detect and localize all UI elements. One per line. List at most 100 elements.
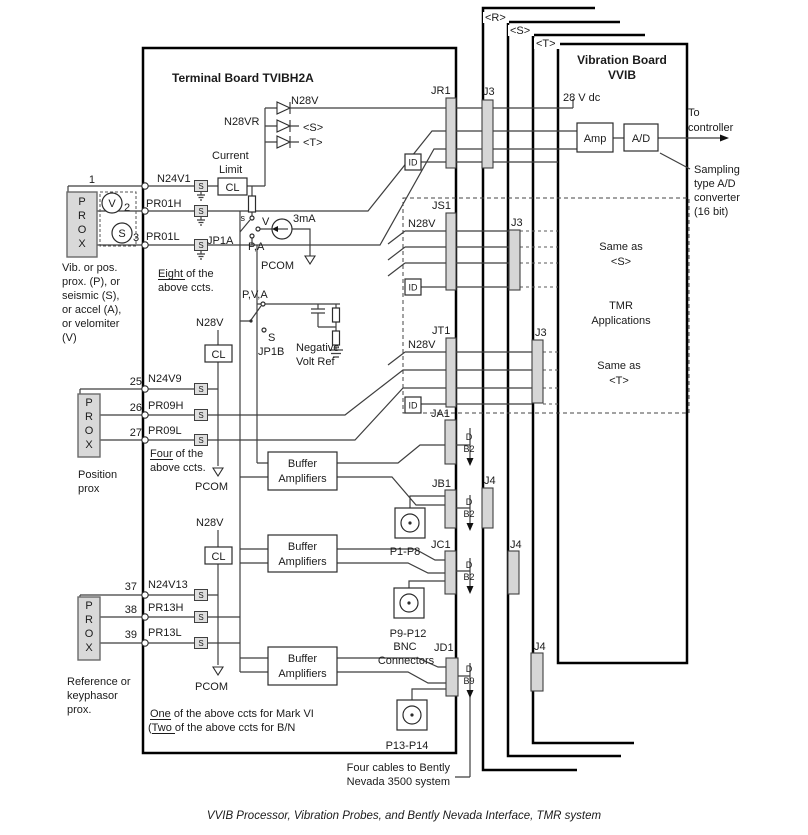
ad-label: A/D: [632, 133, 650, 145]
prox-desc: keyphasor: [67, 690, 118, 702]
prox-letter: X: [85, 642, 93, 654]
bnc-label: BNC: [393, 641, 416, 653]
buffer-label: Amplifiers: [278, 473, 327, 485]
bently-note: Four cables to Bently: [347, 762, 451, 774]
cable-d-label: D: [466, 664, 473, 674]
cable-d-label: D: [466, 560, 473, 570]
prox-desc: Reference or: [67, 676, 131, 688]
vvib-title: Vibration Board: [577, 53, 667, 67]
n28v-label: N28V: [291, 95, 319, 107]
terminal-circles: [141, 182, 149, 647]
to-controller2: controller: [688, 122, 734, 134]
jp1a-v: V: [262, 216, 270, 228]
signal-label: PR13L: [148, 627, 182, 639]
jc1-label: JC1: [431, 539, 451, 551]
cable-b9-label: B9: [463, 676, 474, 686]
resistor: [331, 307, 341, 323]
jp1a-s: s: [241, 213, 246, 223]
ccts-note: (Two of the above ccts for B/N: [148, 722, 295, 734]
pcom-arrow-icon: [212, 467, 224, 478]
s-box: S: [198, 241, 203, 250]
prox-letter: O: [85, 425, 94, 437]
sampling-note: converter: [694, 192, 740, 204]
prox-boxes: P R O X P R O X P R O X: [66, 191, 101, 661]
buffer-amp-box: [267, 534, 338, 573]
arrow-right-icon: [720, 134, 729, 142]
prox-box-2: [77, 393, 101, 458]
cable-d-label: D: [466, 432, 473, 442]
s-box-group: S: [194, 434, 208, 446]
seismic-circle: [111, 222, 133, 244]
prox-box-1: [66, 191, 98, 258]
n28v-label: N28V: [408, 339, 436, 351]
buffer-label: Amplifiers: [278, 556, 327, 568]
prox-letter: O: [85, 628, 94, 640]
cl-label: CL: [225, 182, 239, 194]
buffer-label: Amplifiers: [278, 668, 327, 680]
resistor: [247, 195, 257, 213]
cable-r-line: [481, 6, 595, 772]
id-label: ID: [409, 158, 419, 168]
cable-arrowheads: [466, 458, 474, 698]
jd1-label: JD1: [434, 642, 454, 654]
jp1a-label: JP1A: [207, 235, 234, 247]
current-limit-box: [204, 546, 233, 565]
connector-jd1: [445, 657, 459, 697]
s-box-group: S: [194, 180, 208, 201]
buffer-amplifiers: Buffer Amplifiers Buffer Amplifiers Buff…: [267, 451, 338, 686]
prox-box-3: [77, 596, 101, 661]
jp1b-label: JP1B: [258, 346, 284, 358]
signal-label: N24V13: [148, 579, 188, 591]
j3-label: J3: [483, 86, 495, 98]
prox-desc: prox.: [67, 704, 91, 716]
diode-icon: [276, 101, 292, 115]
prox-desc: prox: [78, 483, 100, 495]
prox-letter: R: [85, 411, 93, 423]
ad-box: [623, 123, 659, 152]
connector-jb1: [444, 489, 457, 529]
connector-j4-3: [530, 652, 544, 692]
j3-label: J3: [511, 217, 523, 229]
signal-label: PR13H: [148, 602, 184, 614]
terminal-number: 1: [89, 174, 95, 186]
n28v-label: N28V: [196, 317, 224, 329]
ccts-note: One of the above ccts for Mark VI: [150, 708, 314, 720]
s-box: S: [198, 613, 203, 622]
sampling-note: Sampling: [694, 164, 740, 176]
cable-t-tag: <T>: [536, 38, 556, 50]
buffer-label: Buffer: [288, 653, 317, 665]
figure-caption: VVIB Processor, Vibration Probes, and Be…: [207, 810, 602, 822]
sensor-option-box: [99, 191, 137, 247]
signal-label: N24V9: [148, 373, 182, 385]
j4-label: J4: [534, 641, 546, 653]
j4-label: J4: [510, 539, 522, 551]
to-controller: To: [688, 107, 700, 119]
tag-bg: [508, 25, 534, 36]
bnc-p9p12-label: P9-P12: [390, 628, 427, 640]
cable-d-label: D: [466, 497, 473, 507]
same-as-s: Same as: [599, 241, 643, 253]
sampling-note: (16 bit): [694, 206, 728, 218]
signal-label: PR09H: [148, 400, 184, 412]
connector-j3-r: [481, 99, 494, 169]
jp1a-jumper: [249, 215, 316, 266]
ccts-note: above ccts.: [158, 282, 214, 294]
ground-icon: [329, 349, 343, 358]
sensor-type-circles: V S: [99, 191, 137, 247]
cable-r-tag: <R>: [485, 12, 506, 24]
jp1b-s: S: [268, 332, 275, 344]
ccts-note: above ccts.: [150, 462, 206, 474]
arrow-down-icon: [466, 586, 474, 594]
s-box: S: [198, 436, 203, 445]
prox-letter: R: [85, 614, 93, 626]
pcom-label: PCOM: [195, 681, 228, 693]
current-limit-box: [204, 344, 233, 363]
current-label: Current: [212, 150, 249, 162]
cl-label: CL: [211, 349, 225, 361]
pcom-label: PCOM: [195, 481, 228, 493]
same-as-t: Same as: [597, 360, 641, 372]
s-box-group: S: [194, 239, 208, 260]
terminal-number: 3: [133, 232, 139, 244]
ccts-note: Eight of the: [158, 268, 214, 280]
